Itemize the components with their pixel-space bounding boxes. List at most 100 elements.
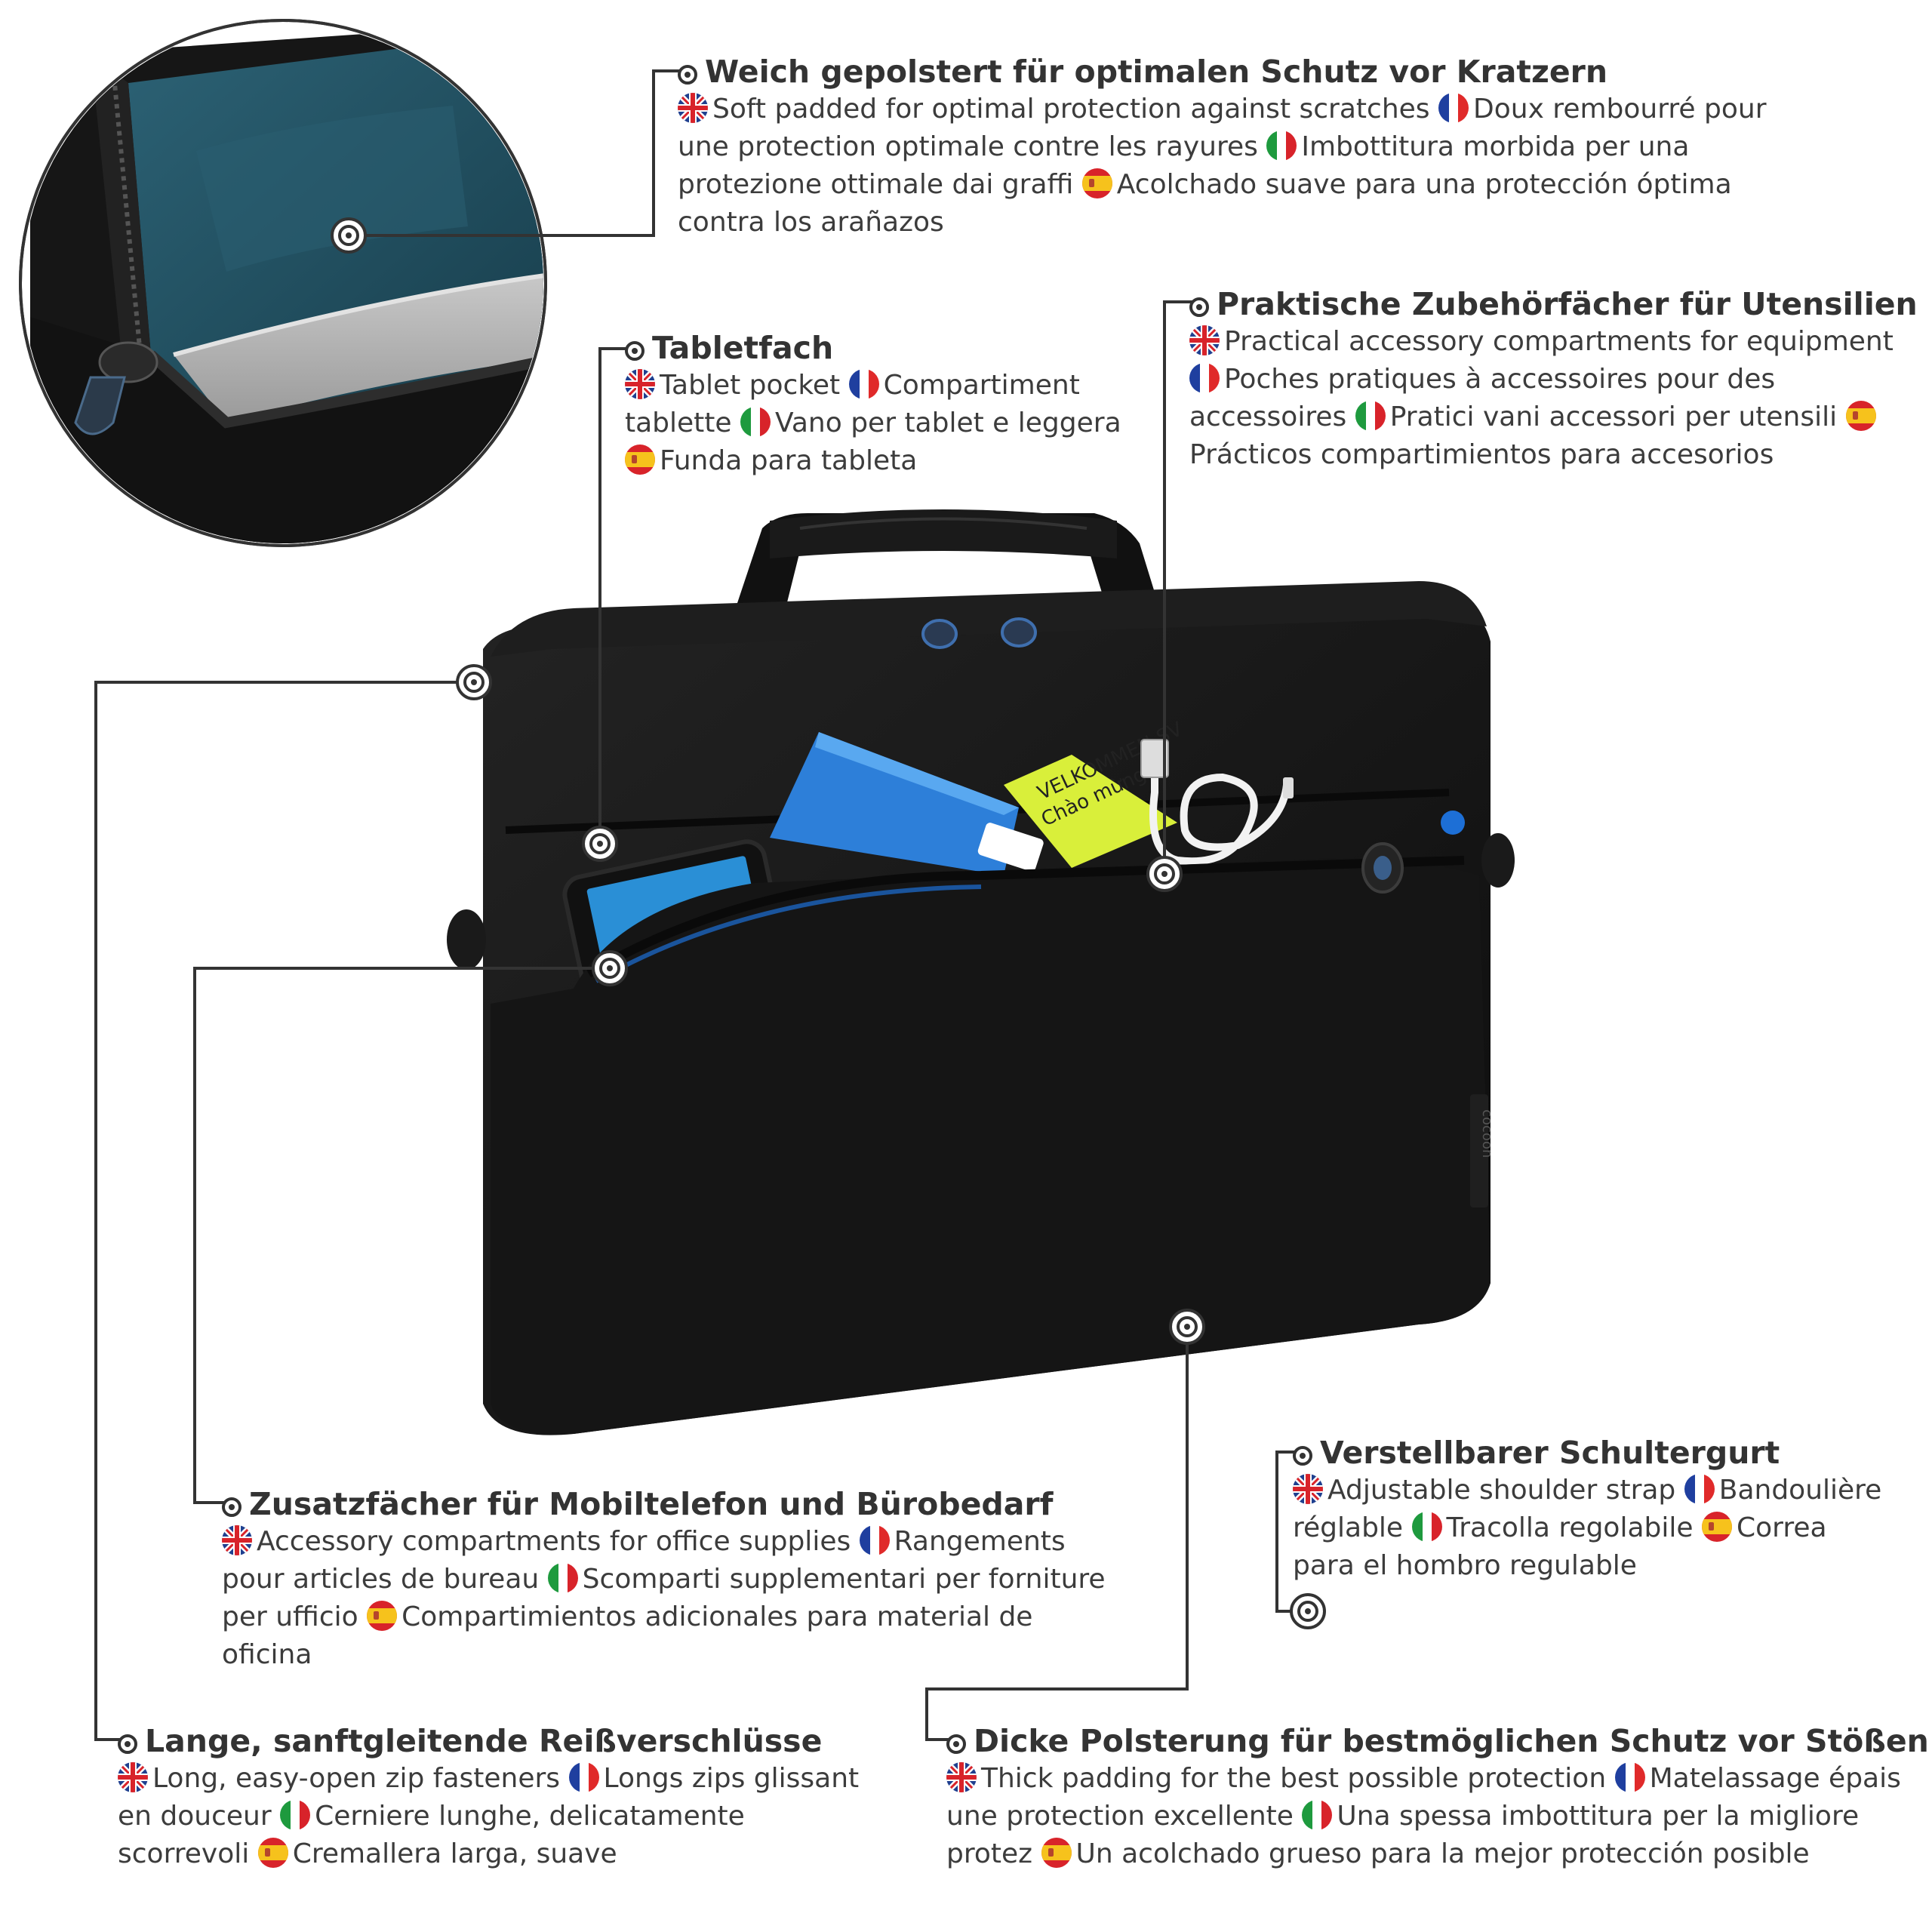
callout-text: Cerniere lunghe, delicatamente scorrevol…: [118, 1801, 745, 1869]
target-marker-icon: [582, 826, 618, 862]
it-flag-icon: [1411, 1512, 1442, 1542]
callout-thick: Dicke Polsterung für bestmöglichen Schut…: [946, 1722, 1929, 1873]
callout-text: Compartimientos adicionales para materia…: [222, 1601, 1033, 1670]
uk-flag-icon: [946, 1762, 977, 1792]
target-marker-icon: [1146, 856, 1183, 892]
fr-flag-icon: [568, 1762, 599, 1792]
callout-text: Rangements pour articles de bureau: [222, 1526, 1066, 1595]
target-marker-icon: [331, 217, 367, 254]
fr-flag-icon: [848, 369, 879, 399]
callout-body: Soft padded for optimal protection again…: [678, 91, 1810, 242]
callout-body: Adjustable shoulder strap Bandoulière ré…: [1293, 1472, 1897, 1585]
callout-padding: Weich gepolstert für optimalen Schutz vo…: [678, 53, 1810, 242]
callout-text: Cremallera larga, suave: [292, 1838, 617, 1869]
callout-body: Tablet pocket Compartiment tablette Vano…: [625, 367, 1123, 480]
it-flag-icon: [1266, 131, 1297, 161]
callout-zips: Lange, sanftgleitende Reißverschlüsse Lo…: [118, 1722, 872, 1873]
callout-text: Imbottitura morbida per una protezione o…: [678, 131, 1690, 200]
bullet-icon: [625, 341, 645, 361]
callout-strap: Verstellbarer Schultergurt Adjustable sh…: [1293, 1434, 1897, 1585]
bullet-icon: [118, 1734, 137, 1754]
callout-text: Adjustable shoulder strap: [1327, 1475, 1676, 1506]
fr-flag-icon: [1614, 1762, 1645, 1792]
target-marker-icon: [1290, 1593, 1326, 1629]
callout-text: Scomparti supplementari per forniture pe…: [222, 1564, 1106, 1632]
laptop-bag: VELKOMMEN SV Chào mừng 16 cocoon: [447, 509, 1515, 1435]
callout-text: Vano per tablet e leggera: [775, 408, 1121, 438]
callout-text: Correa para el hombro regulable: [1293, 1512, 1827, 1581]
target-markers: [331, 217, 1326, 1629]
callout-text: Matelassage épais une protection excelle…: [946, 1763, 1901, 1832]
bullet-icon: [1293, 1446, 1312, 1466]
callout-title-text: Tabletfach: [652, 330, 834, 366]
callout-text: Tracolla regolabile: [1446, 1512, 1694, 1543]
target-marker-icon: [592, 950, 628, 986]
callout-title-text: Weich gepolstert für optimalen Schutz vo…: [705, 54, 1608, 90]
callout-title: Lange, sanftgleitende Reißverschlüsse: [118, 1722, 872, 1760]
callout-text: Una spessa imbottitura per la migliore p…: [946, 1801, 1860, 1869]
callout-text: Thick padding for the best possible prot…: [981, 1763, 1607, 1794]
callout-text: Bandoulière réglable: [1293, 1475, 1882, 1543]
uk-flag-icon: [625, 369, 655, 399]
callout-accessory: Praktische Zubehörfächer für Utensilien …: [1189, 285, 1921, 474]
callout-text: Long, easy-open zip fasteners: [152, 1763, 561, 1794]
fr-flag-icon: [1684, 1474, 1715, 1504]
callout-title: Weich gepolstert für optimalen Schutz vo…: [678, 53, 1810, 91]
leader-lines: [94, 69, 1308, 1741]
callout-text: Accessory compartments for office suppli…: [257, 1526, 851, 1557]
callout-body: Accessory compartments for office suppli…: [222, 1523, 1128, 1674]
target-marker-icon: [456, 664, 492, 700]
callout-title-text: Verstellbarer Schultergurt: [1320, 1435, 1780, 1471]
callout-text: Doux rembourré pour une protection optim…: [678, 94, 1767, 162]
fr-flag-icon: [1189, 363, 1220, 393]
callout-text: Compartiment tablette: [625, 370, 1080, 438]
callout-title: Verstellbarer Schultergurt: [1293, 1434, 1897, 1472]
callout-text: Acolchado suave para una protección ópti…: [678, 169, 1732, 238]
it-flag-icon: [547, 1563, 578, 1593]
callout-title-text: Dicke Polsterung für bestmöglichen Schut…: [974, 1723, 1929, 1759]
es-flag-icon: [1701, 1512, 1732, 1542]
callout-title: Tabletfach: [625, 329, 1123, 367]
fr-flag-icon: [859, 1525, 890, 1555]
uk-flag-icon: [118, 1762, 148, 1792]
callout-text: Longs zips glissant en douceur: [118, 1763, 860, 1832]
es-flag-icon: [367, 1601, 398, 1631]
es-flag-icon: [1041, 1838, 1072, 1868]
it-flag-icon: [1302, 1800, 1333, 1830]
bag-logo: cocoon: [1479, 1109, 1495, 1158]
es-flag-icon: [1081, 168, 1112, 198]
target-marker-icon: [1169, 1309, 1205, 1345]
callout-body: Practical accessory compartments for equ…: [1189, 323, 1921, 474]
callout-text: Un acolchado grueso para la mejor protec…: [1075, 1838, 1810, 1869]
bullet-icon: [1189, 297, 1209, 317]
bullet-icon: [678, 65, 697, 85]
callout-mobile: Zusatzfächer für Mobiltelefon und Bürobe…: [222, 1485, 1128, 1674]
uk-flag-icon: [222, 1525, 252, 1555]
uk-flag-icon: [1293, 1474, 1323, 1504]
callout-title: Dicke Polsterung für bestmöglichen Schut…: [946, 1722, 1929, 1760]
callout-text: Practical accessory compartments for equ…: [1224, 326, 1894, 357]
fr-flag-icon: [1438, 93, 1469, 123]
it-flag-icon: [740, 407, 771, 437]
bullet-icon: [222, 1497, 242, 1517]
es-flag-icon: [257, 1838, 288, 1868]
callout-title: Zusatzfächer für Mobiltelefon und Bürobe…: [222, 1485, 1128, 1523]
callout-body: Thick padding for the best possible prot…: [946, 1760, 1905, 1873]
callout-text: Prácticos compartimientos para accesorio…: [1189, 439, 1774, 470]
callout-text: Pratici vani accessori per utensili: [1389, 401, 1838, 432]
es-flag-icon: [1845, 401, 1876, 431]
callout-title-text: Lange, sanftgleitende Reißverschlüsse: [145, 1723, 823, 1759]
callout-tablet: Tabletfach Tablet pocket Compartiment ta…: [625, 329, 1123, 480]
uk-flag-icon: [1189, 325, 1220, 355]
it-flag-icon: [280, 1800, 311, 1830]
callout-text: Poches pratiques à accessoires pour des …: [1189, 364, 1776, 432]
callout-body: Long, easy-open zip fasteners Longs zips…: [118, 1760, 872, 1873]
callout-text: Soft padded for optimal protection again…: [712, 94, 1430, 125]
uk-flag-icon: [678, 93, 708, 123]
callout-title-text: Zusatzfächer für Mobiltelefon und Bürobe…: [249, 1486, 1054, 1522]
it-flag-icon: [1355, 401, 1386, 431]
bullet-icon: [946, 1734, 966, 1754]
es-flag-icon: [625, 445, 655, 475]
callout-text: Tablet pocket: [660, 370, 841, 401]
